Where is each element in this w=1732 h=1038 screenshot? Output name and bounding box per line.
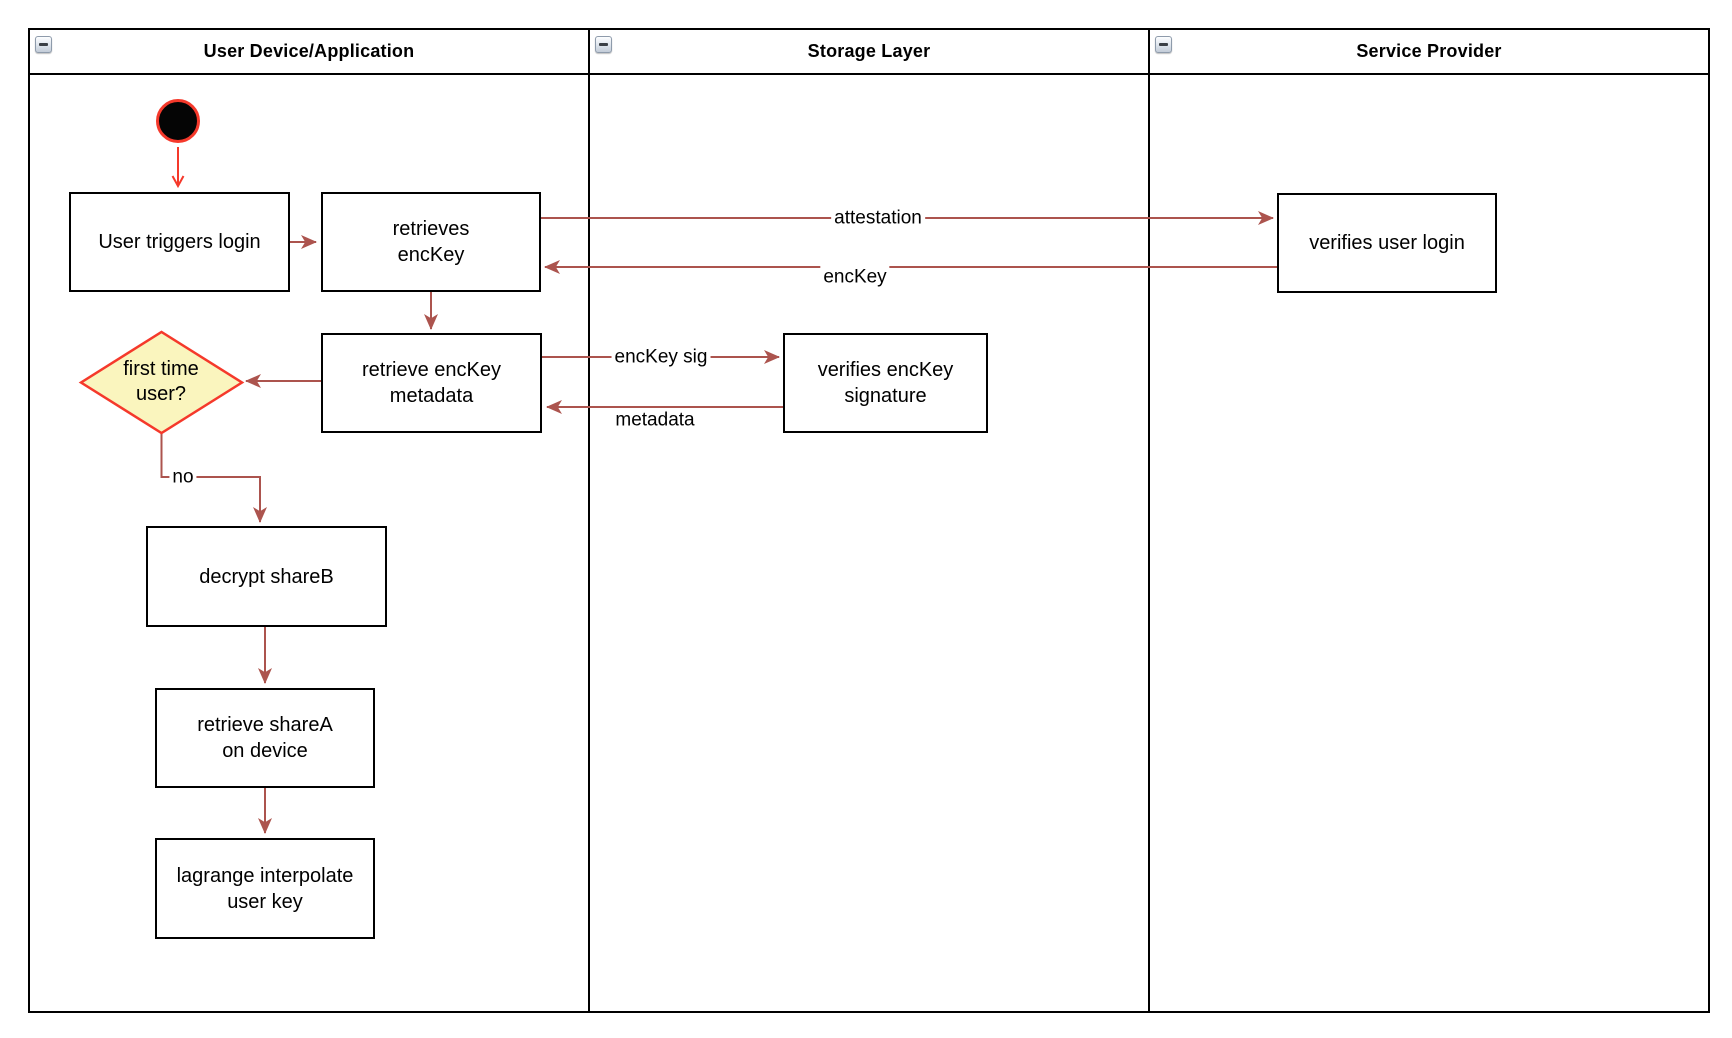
decision-label: first time user? [123, 358, 199, 405]
minus-glyph [1159, 43, 1168, 46]
node-verifies-user-login[interactable]: verifies user login [1277, 193, 1497, 293]
node-retrieve-sharea[interactable]: retrieve shareA on device [155, 688, 375, 788]
lane-header-service-provider[interactable]: Service Provider [1150, 30, 1708, 75]
node-label: User triggers login [98, 231, 261, 253]
lane-header-user-device[interactable]: User Device/Application [30, 30, 588, 75]
edge-label-attestation: attestation [831, 206, 925, 230]
initial-state-circle[interactable] [156, 99, 200, 143]
lane-storage-layer: Storage Layer [588, 28, 1150, 1013]
edge-no-to-decrypt[interactable] [160, 433, 267, 523]
node-label: decrypt shareB [199, 565, 334, 588]
edge-label-metadata: metadata [612, 408, 698, 432]
node-label: retrieve shareA on device [197, 714, 333, 762]
node-verifies-enckey-signature[interactable]: verifies encKey signature [783, 333, 988, 433]
node-label: retrieve encKey metadata [362, 359, 501, 407]
lane-title: User Device/Application [203, 41, 415, 61]
lane-title: Service Provider [1356, 41, 1502, 61]
decision-diamond[interactable] [78, 330, 245, 435]
lane-title: Storage Layer [807, 41, 931, 61]
node-retrieves-enckey[interactable]: retrieves encKey [321, 192, 541, 292]
collapse-minus-icon[interactable] [35, 36, 52, 53]
node-retrieve-enckey-metadata[interactable]: retrieve encKey metadata [321, 333, 542, 433]
node-label: lagrange interpolate user key [176, 864, 354, 913]
node-decrypt-shareb[interactable]: decrypt shareB [146, 526, 387, 627]
edge-label-enckey-sig: encKey sig [611, 345, 711, 369]
lane-service-provider: Service Provider [1148, 28, 1710, 1013]
edge-label-no: no [169, 465, 197, 489]
node-label: retrieves encKey [392, 218, 470, 266]
collapse-minus-icon[interactable] [1155, 36, 1172, 53]
node-label: verifies encKey signature [817, 359, 954, 407]
node-user-triggers-login[interactable]: User triggers login [69, 192, 290, 292]
minus-glyph [39, 43, 48, 46]
minus-glyph [599, 43, 608, 46]
node-label: verifies user login [1309, 232, 1465, 254]
edge-label-enckey: encKey [820, 265, 890, 289]
collapse-minus-icon[interactable] [595, 36, 612, 53]
lane-header-storage-layer[interactable]: Storage Layer [590, 30, 1148, 75]
node-lagrange-interpolate[interactable]: lagrange interpolate user key [155, 838, 375, 939]
